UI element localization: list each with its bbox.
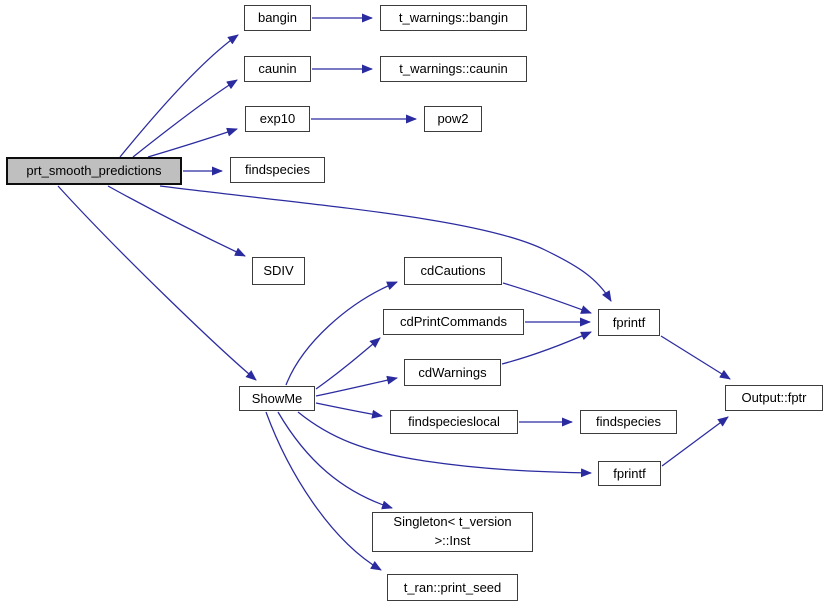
node-cdprintcommands[interactable]: cdPrintCommands bbox=[383, 309, 524, 335]
node-prt-smooth-predictions: prt_smooth_predictions bbox=[6, 157, 182, 185]
node-exp10[interactable]: exp10 bbox=[245, 106, 310, 132]
node-findspecies-top[interactable]: findspecies bbox=[230, 157, 325, 183]
node-pow2[interactable]: pow2 bbox=[424, 106, 482, 132]
node-t-warnings-caunin[interactable]: t_warnings::caunin bbox=[380, 56, 527, 82]
node-sdiv[interactable]: SDIV bbox=[252, 257, 305, 285]
node-fprintf-bottom[interactable]: fprintf bbox=[598, 461, 661, 486]
node-t-ran-print-seed[interactable]: t_ran::print_seed bbox=[387, 574, 518, 601]
node-t-warnings-bangin[interactable]: t_warnings::bangin bbox=[380, 5, 527, 31]
node-findspecies-bottom[interactable]: findspecies bbox=[580, 410, 677, 434]
node-findspecieslocal[interactable]: findspecieslocal bbox=[390, 410, 518, 434]
node-cdwarnings[interactable]: cdWarnings bbox=[404, 359, 501, 386]
node-cdcautions[interactable]: cdCautions bbox=[404, 257, 502, 285]
node-bangin[interactable]: bangin bbox=[244, 5, 311, 31]
node-showme[interactable]: ShowMe bbox=[239, 386, 315, 411]
node-caunin[interactable]: caunin bbox=[244, 56, 311, 82]
node-output-fptr[interactable]: Output::fptr bbox=[725, 385, 823, 411]
node-fprintf-top[interactable]: fprintf bbox=[598, 309, 660, 336]
node-singleton-t-version-inst[interactable]: Singleton< t_version >::Inst bbox=[372, 512, 533, 552]
